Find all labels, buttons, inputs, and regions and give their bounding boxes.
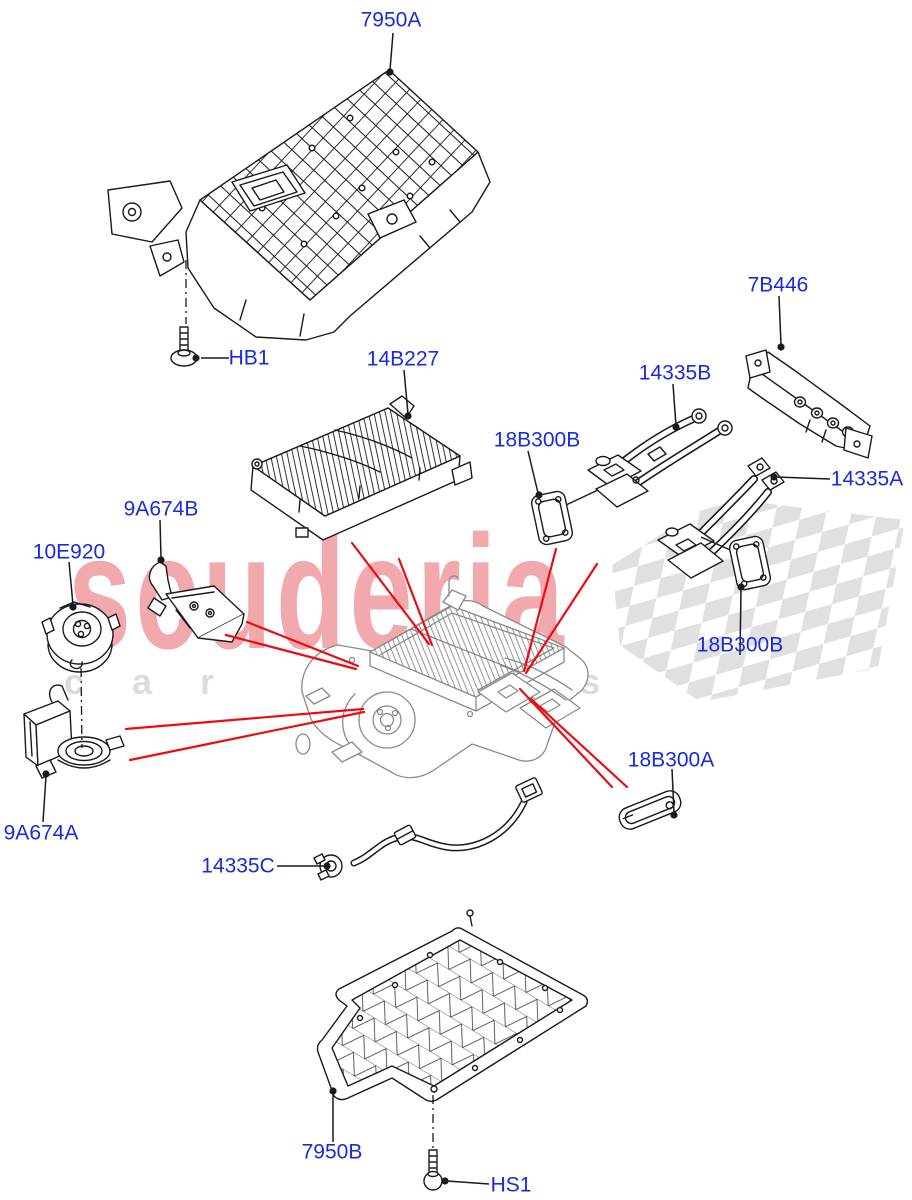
part-label-18B300A: 18B300A (627, 748, 715, 772)
part-10E920-fan (41, 601, 121, 673)
part-HS1-screw (423, 1149, 443, 1191)
part-label-9A674A: 9A674A (3, 821, 79, 845)
part-label-7950B: 7950B (301, 1140, 363, 1164)
part-label-14335A: 14335A (830, 467, 904, 491)
part-7950B-lower-tray (316, 909, 589, 1102)
part-14335C-cable (313, 777, 543, 881)
part-label-18B300B-right: 18B300B (696, 633, 784, 657)
part-HB1-bolt (170, 326, 198, 367)
part-label-14B227: 14B227 (366, 347, 440, 371)
part-label-9A674B: 9A674B (123, 497, 199, 521)
part-14B227-battery-module (250, 395, 473, 541)
red-callout-lines (124, 541, 629, 789)
part-label-10E920: 10E920 (32, 540, 106, 564)
checkered-flag-watermark (612, 498, 905, 702)
part-label-HS1: HS1 (490, 1173, 532, 1197)
part-label-18B300B-left: 18B300B (493, 428, 581, 452)
part-label-7950A: 7950A (360, 8, 422, 32)
part-7950A-top-cover (107, 69, 491, 341)
leader-dots (42, 68, 785, 1185)
part-label-14335C: 14335C (201, 854, 275, 878)
part-18B300B-gasket-right (700, 534, 773, 592)
part-14335B-cable (587, 408, 733, 508)
part-9A674A-fan-housing (23, 684, 125, 779)
part-label-7B446: 7B446 (747, 273, 809, 297)
part-9A674B-bracket (147, 561, 245, 643)
part-7B446-bracket (745, 349, 873, 459)
part-18B300B-gasket-left (529, 489, 599, 547)
part-14335A-cable (657, 457, 785, 579)
leader-lines (42, 32, 831, 1185)
part-label-HB1: HB1 (228, 346, 270, 370)
part-label-14335B: 14335B (638, 361, 712, 385)
